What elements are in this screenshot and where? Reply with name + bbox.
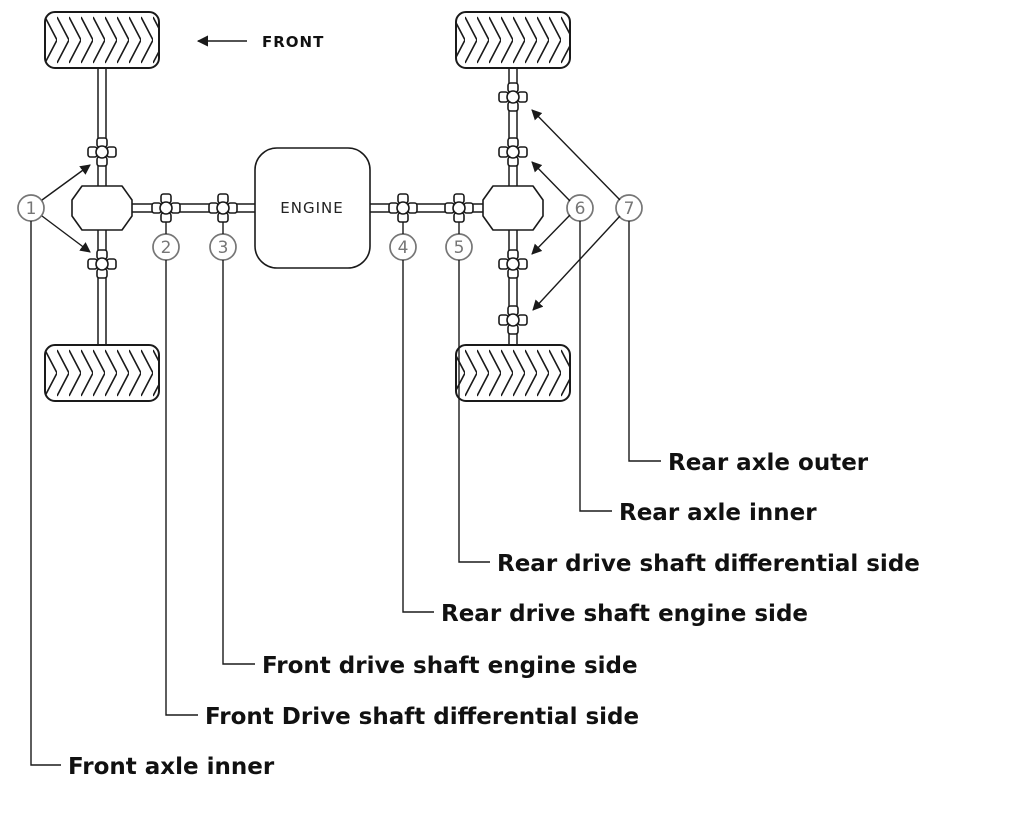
front-drive-shaft-diff-side-joint: [151, 193, 181, 223]
rear-axle-inner-joint-top: [498, 137, 528, 167]
leader-lines: [30, 221, 661, 766]
rear-axle-shafts: [508, 68, 518, 345]
leader-3: [222, 260, 255, 665]
front-drive-shaft-engine-side-joint: [208, 193, 238, 223]
rear-axle-assembly: [482, 68, 544, 345]
callout-num-1: 1: [26, 199, 37, 219]
front-axle-inner-joint-bottom: [87, 249, 117, 279]
rear-axle-outer-joint-bottom: [498, 305, 528, 335]
label-front-axle-inner: Front axle inner: [68, 754, 275, 780]
callout-num-4: 4: [398, 238, 409, 258]
rear-axle-inner-joint-bottom: [498, 249, 528, 279]
arrow-7-top: [531, 109, 621, 201]
leader-1: [30, 221, 61, 766]
callout-stems: [165, 222, 460, 234]
front-left-tire: [44, 11, 160, 69]
arrow-1-bottom: [41, 215, 91, 253]
rear-drive-shaft-diff-side-joint: [444, 193, 474, 223]
callout-num-7: 7: [624, 199, 635, 219]
arrow-6-top: [531, 161, 571, 202]
front-right-tire: [44, 344, 160, 402]
label-front-shaft-engine-side: Front drive shaft engine side: [262, 653, 638, 679]
leader-4: [402, 260, 434, 613]
leader-5: [458, 260, 490, 563]
leader-7: [628, 221, 661, 462]
label-rear-axle-outer: Rear axle outer: [668, 450, 869, 476]
leader-2: [165, 260, 198, 716]
tires: [44, 11, 571, 402]
arrow-1-top: [41, 164, 91, 201]
front-drive-shaft-lines: [132, 203, 255, 213]
callout-circles: 1 2 3 4 5 6 7: [17, 194, 643, 261]
front-axle-inner-joint-top: [87, 137, 117, 167]
leader-6: [579, 221, 612, 512]
pointer-arrows: [41, 109, 621, 311]
front-label: FRONT: [262, 33, 324, 51]
engine: ENGINE: [254, 147, 371, 269]
front-axle-shafts: [97, 68, 107, 345]
engine-box: [254, 147, 371, 269]
callout-num-5: 5: [454, 238, 465, 258]
rear-axle-outer-joint-top: [498, 82, 528, 112]
labels: Rear axle outer Rear axle inner Rear dri…: [68, 450, 920, 780]
rear-drive-shaft: [370, 193, 483, 223]
rear-left-tire: [455, 11, 571, 69]
rear-right-tire: [455, 344, 571, 402]
front-drive-shaft: [132, 193, 255, 223]
callout-num-3: 3: [218, 238, 229, 258]
rear-differential: [482, 185, 544, 231]
rear-drive-shaft-lines: [370, 203, 483, 213]
front-axle-assembly: [71, 68, 133, 345]
label-rear-shaft-diff-side: Rear drive shaft differential side: [497, 551, 920, 577]
arrow-7-bottom: [532, 215, 621, 311]
callout-num-6: 6: [575, 199, 586, 219]
label-rear-axle-inner: Rear axle inner: [619, 500, 817, 526]
front-differential: [71, 185, 133, 231]
rear-drive-shaft-engine-side-joint: [388, 193, 418, 223]
callout-num-2: 2: [161, 238, 172, 258]
front-direction: FRONT: [196, 33, 324, 51]
arrow-6-bottom: [531, 214, 571, 255]
label-front-shaft-diff-side: Front Drive shaft differential side: [205, 704, 639, 730]
label-rear-shaft-engine-side: Rear drive shaft engine side: [441, 601, 808, 627]
engine-label: ENGINE: [280, 199, 343, 217]
